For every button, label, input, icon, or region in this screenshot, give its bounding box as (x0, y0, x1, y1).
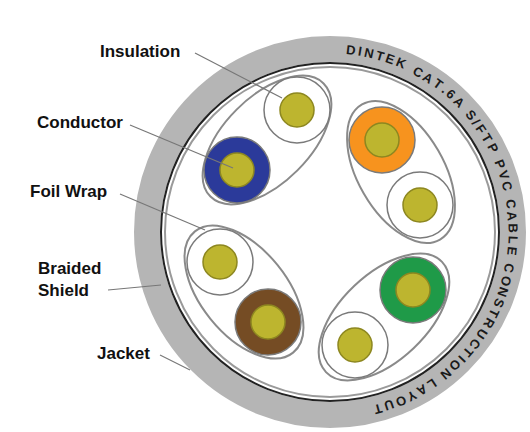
foil-wrap (296, 231, 471, 404)
conductor (338, 328, 372, 362)
part-label: Jacket (97, 343, 150, 365)
jacket-print-char: B (506, 223, 519, 233)
jacket-print-char (502, 192, 515, 198)
conductor (203, 245, 237, 279)
leader-line (120, 194, 205, 230)
foil-wrap (180, 53, 354, 227)
leader-line (195, 53, 282, 98)
foil-wrap (325, 83, 477, 261)
insulation (235, 289, 301, 355)
conductor (220, 153, 254, 187)
conductor (365, 123, 399, 157)
insulation (380, 257, 446, 323)
jacket-print-char: O (393, 393, 407, 409)
jacket-print-char: P (492, 158, 507, 171)
insulation (264, 77, 330, 143)
braided-shield-inner (165, 67, 495, 397)
braided-shield (161, 63, 499, 401)
part-label: Insulation (100, 41, 180, 63)
jacket-print-char: E (505, 246, 519, 256)
jacket-print-char: I (357, 45, 363, 58)
foil-wrap (161, 204, 326, 379)
part-label: Braided Shield (38, 258, 118, 302)
leader-line (130, 125, 233, 168)
jacket-print-char: A (505, 211, 519, 221)
part-label: Foil Wrap (30, 181, 107, 203)
jacket-print-char: U (382, 398, 395, 413)
conductor (251, 305, 285, 339)
insulation (204, 137, 270, 203)
conductor (403, 188, 437, 222)
conductor (396, 273, 430, 307)
leader-line (160, 355, 190, 370)
jacket-print-char: C (500, 180, 515, 192)
jacket-print-char: K (394, 56, 408, 72)
insulation (322, 312, 388, 378)
jacket-print-char: C (504, 198, 518, 209)
jacket-print-char: L (506, 235, 519, 243)
jacket-print-char: P (485, 141, 501, 155)
jacket (147, 49, 513, 415)
jacket-print-char: T (373, 401, 384, 416)
insulation (187, 229, 253, 295)
jacket-print-char: D (345, 43, 356, 57)
jacket-print-char: V (496, 169, 511, 181)
jacket-print-char: N (363, 46, 375, 61)
insulation (387, 172, 453, 238)
insulation (349, 107, 415, 173)
conductor (280, 93, 314, 127)
jacket-print-char: C (502, 262, 517, 274)
jacket-print-char (504, 257, 517, 263)
jacket-print-char: O (499, 274, 514, 287)
jacket-print-char: T (374, 49, 385, 64)
leader-line (108, 285, 161, 290)
part-label: Conductor (37, 112, 123, 134)
